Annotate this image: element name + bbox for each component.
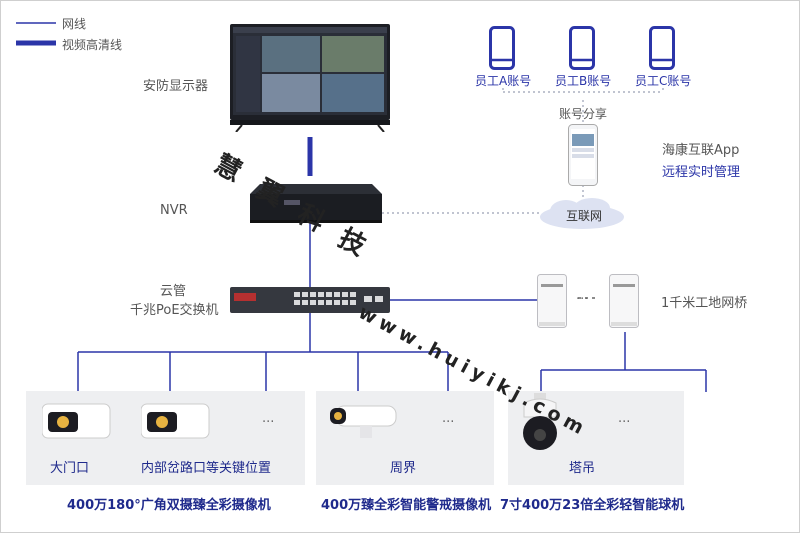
nvr-icon [250,184,382,223]
monitor-icon [230,24,390,132]
group-1-label-2: 内部岔路口等关键位置 [141,461,272,476]
legend-hd-label: 视频高清线 [62,38,123,52]
account-c-label: 员工C账号 [635,74,692,88]
group-1-ellipsis: ... [262,411,275,426]
group-3-ellipsis: ... [618,411,631,426]
account-a-label: 员工A账号 [475,74,532,88]
group-1-caption: 400万180°广角双摄臻全彩摄像机 [67,498,271,513]
switch-label-line2: 千兆PoE交换机 [130,303,219,318]
group-3-label: 塔吊 [569,461,596,476]
smartphone-icon [568,124,598,186]
monitor-label: 安防显示器 [143,79,209,94]
app-label-line2: 远程实时管理 [662,165,741,180]
bridge-icon-1 [537,274,567,328]
bullet-camera-icon [330,405,397,438]
ptz-dome-camera-icon [523,393,557,450]
phone-icon-b [569,26,595,70]
legend-network-label: 网线 [62,17,87,31]
internet-label: 互联网 [566,209,603,223]
switch-label-line1: 云管 [160,284,187,299]
phone-icon-c [649,26,675,70]
group-2-ellipsis: ... [442,411,455,426]
share-label: 账号分享 [559,107,608,121]
phone-icon-a [489,26,515,70]
app-label-line1: 海康互联App [662,143,740,158]
internet-cloud-icon [540,198,624,229]
bridge-icon-2 [609,274,639,328]
dual-lens-camera-icon-2 [141,403,210,439]
group-3-caption: 7寸400万23倍全彩轻智能球机 [500,498,685,513]
dual-lens-camera-icon-1 [42,403,111,439]
bridge-label: 1千米工地网桥 [661,296,748,311]
group-1-label-1: 大门口 [50,461,90,476]
account-b-label: 员工B账号 [555,74,612,88]
bridge-ellipsis: ... [576,288,589,303]
group-2-caption: 400万臻全彩智能警戒摄像机 [321,498,492,513]
nvr-label: NVR [160,203,188,218]
switch-icon [230,287,390,313]
group-2-label: 周界 [390,461,417,476]
